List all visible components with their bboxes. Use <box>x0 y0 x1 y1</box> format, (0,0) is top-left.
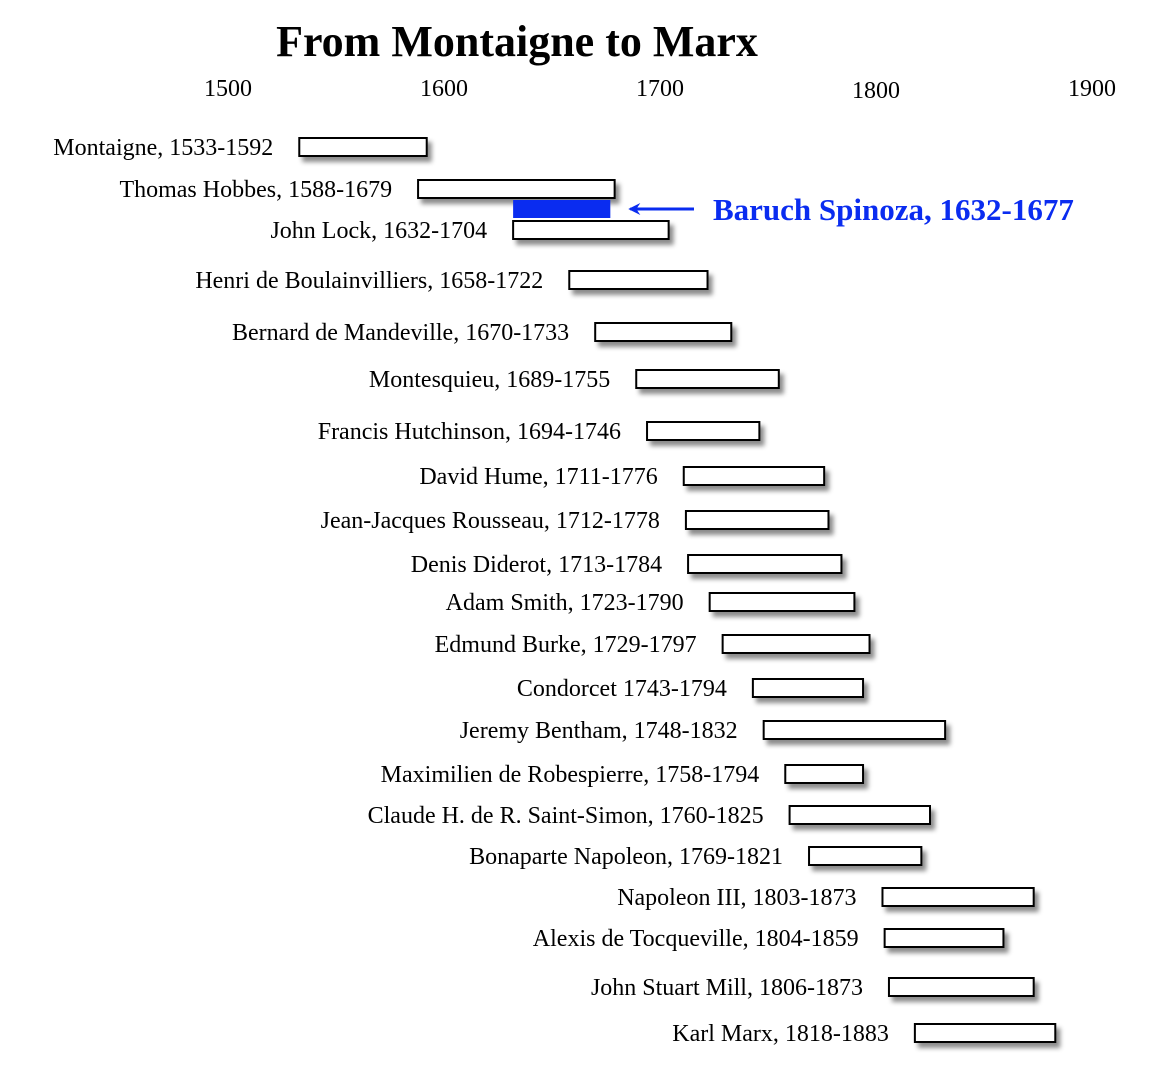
lifespan-bar <box>682 466 826 486</box>
lifespan-bar <box>788 805 931 825</box>
lifespan-bar <box>913 1023 1057 1043</box>
x-tick-label-1800: 1800 <box>852 78 900 104</box>
row-label: John Lock, 1632-1704 <box>270 218 487 244</box>
lifespan-bar <box>298 137 428 157</box>
lifespan-bar <box>751 678 865 698</box>
lifespan-bar <box>568 270 709 290</box>
x-axis-ticks: 1500 1600 1700 1800 1900 <box>204 76 1116 104</box>
chart-title: From Montaigne to Marx <box>276 17 758 66</box>
row-label: Napoleon III, 1803-1873 <box>617 885 856 911</box>
highlight-label: Baruch Spinoza, 1632-1677 <box>713 192 1074 227</box>
row-label: Jeremy Bentham, 1748-1832 <box>460 718 738 744</box>
x-tick-label-1600: 1600 <box>420 76 468 102</box>
row-label: Edmund Burke, 1729-1797 <box>435 632 697 658</box>
lifespan-bar <box>687 554 843 574</box>
row-label: Bonaparte Napoleon, 1769-1821 <box>469 844 783 870</box>
row-label: Denis Diderot, 1713-1784 <box>411 552 662 578</box>
lifespan-bar <box>684 510 830 530</box>
row-label: Bernard de Mandeville, 1670-1733 <box>232 320 569 346</box>
lifespan-bar <box>594 322 733 342</box>
lifespan-bar <box>646 421 761 441</box>
row-label: David Hume, 1711-1776 <box>419 464 657 490</box>
row-label: Maximilien de Robespierre, 1758-1794 <box>381 762 760 788</box>
row-label: Karl Marx, 1818-1883 <box>672 1021 889 1047</box>
highlight-annotation: Baruch Spinoza, 1632-1677 <box>513 192 1074 227</box>
row-label: Claude H. de R. Saint-Simon, 1760-1825 <box>368 803 764 829</box>
lifespan-bar <box>808 846 923 866</box>
x-tick-label-1500: 1500 <box>204 76 252 102</box>
lifespan-bar <box>887 977 1035 997</box>
row-label: Alexis de Tocqueville, 1804-1859 <box>533 926 859 952</box>
lifespan-bar <box>883 928 1005 948</box>
lifespan-bar <box>708 592 856 612</box>
highlight-bar <box>513 200 611 218</box>
row-label: Francis Hutchinson, 1694-1746 <box>318 419 621 445</box>
row-label: Adam Smith, 1723-1790 <box>446 590 684 616</box>
row-label: John Stuart Mill, 1806-1873 <box>591 975 863 1001</box>
lifespan-bar <box>784 764 865 784</box>
lifespan-bar <box>881 887 1035 907</box>
row-label: Montesquieu, 1689-1755 <box>369 367 610 393</box>
lifespan-bar <box>417 179 616 199</box>
x-tick-label-1700: 1700 <box>636 76 684 102</box>
lifespan-bar <box>512 220 670 240</box>
lifespan-bar <box>762 720 947 740</box>
lifespan-bar <box>635 369 780 389</box>
row-label: Thomas Hobbes, 1588-1679 <box>119 177 392 203</box>
row-label: Montaigne, 1533-1592 <box>53 135 273 161</box>
row-label: Henri de Boulainvilliers, 1658-1722 <box>195 268 543 294</box>
x-tick-label-1900: 1900 <box>1068 76 1116 102</box>
row-label: Condorcet 1743-1794 <box>517 676 727 702</box>
row-label: Jean-Jacques Rousseau, 1712-1778 <box>321 508 660 534</box>
lifespan-bar <box>721 634 871 654</box>
